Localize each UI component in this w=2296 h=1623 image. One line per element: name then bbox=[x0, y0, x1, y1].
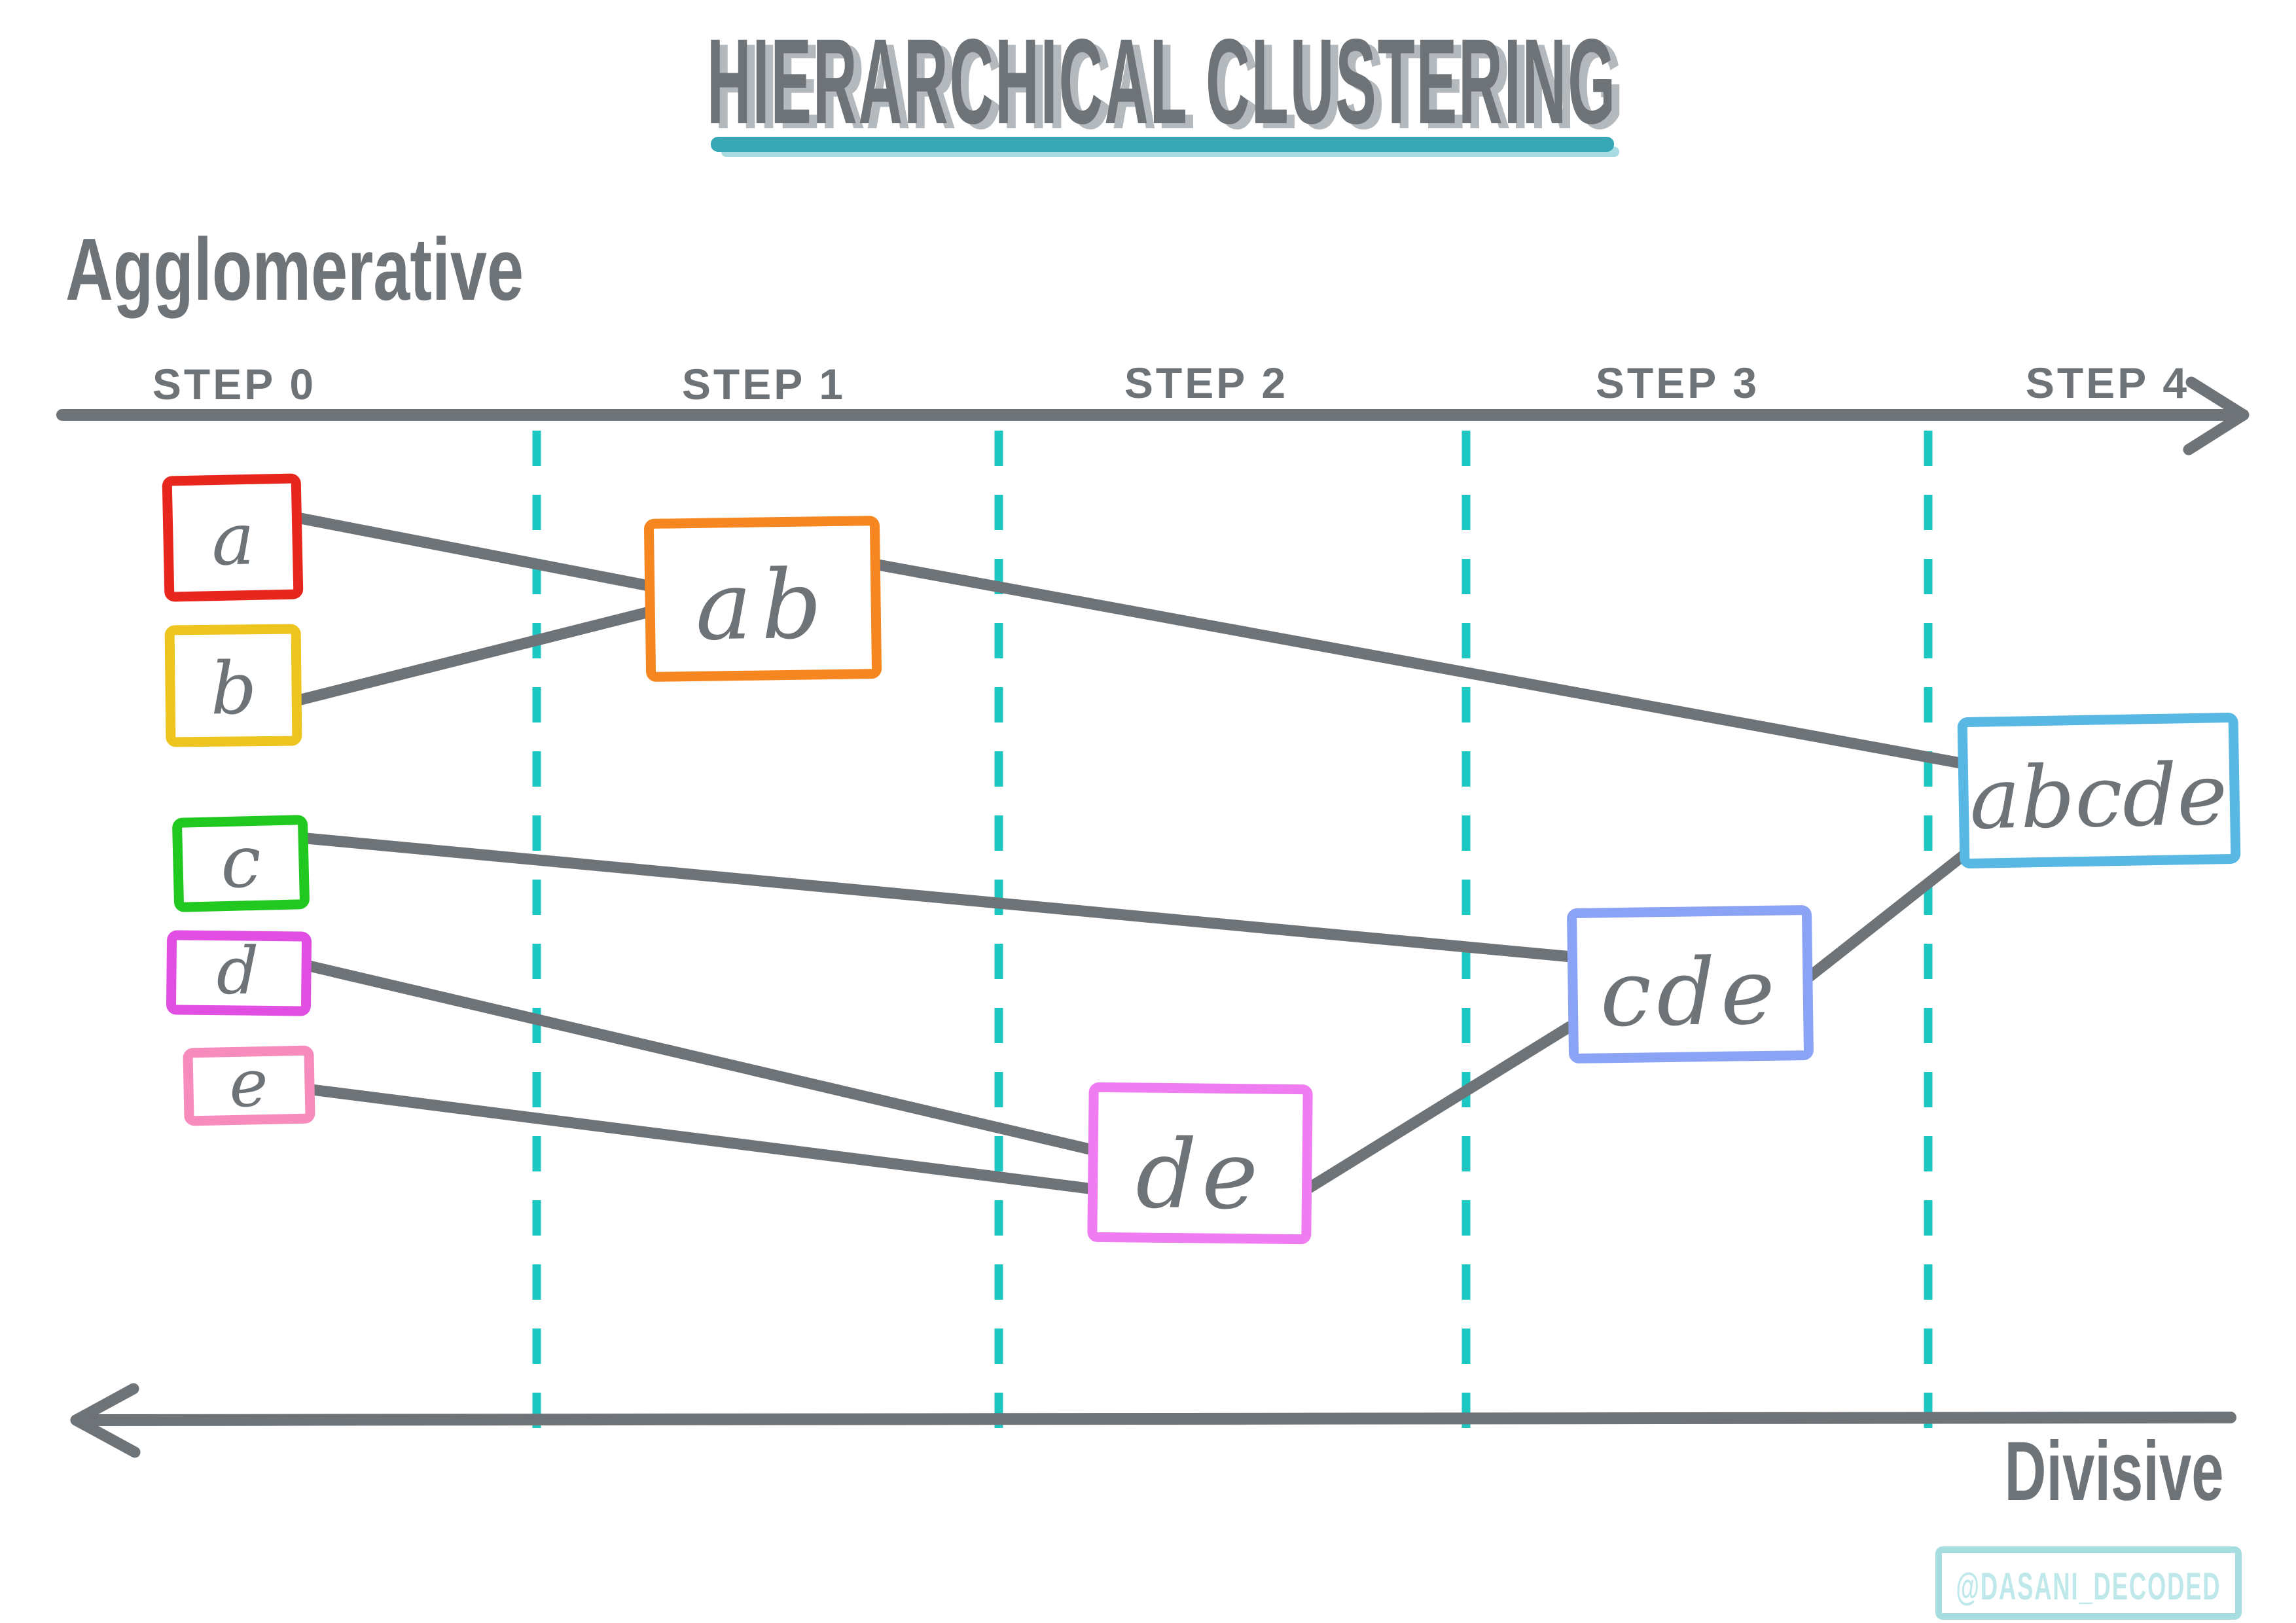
page-title-shadow: HIERARCHICAL CLUSTERING bbox=[715, 20, 1624, 154]
node-d-label: d bbox=[216, 933, 259, 1010]
node-a-box bbox=[162, 473, 304, 602]
step-label-2: STEP 2 bbox=[1124, 359, 1288, 407]
edge-c-cde bbox=[294, 832, 1577, 963]
edge-e-de bbox=[300, 1083, 1100, 1195]
node-e-box bbox=[183, 1045, 315, 1126]
edge-d-de bbox=[298, 959, 1098, 1156]
node-a: a bbox=[162, 473, 304, 602]
node-e: e bbox=[183, 1044, 315, 1126]
node-a-label: a bbox=[211, 497, 255, 581]
divisive-axis bbox=[78, 1412, 2236, 1426]
divisive-label: Divisive bbox=[2005, 1425, 2224, 1518]
right-arrowhead-icon bbox=[2183, 376, 2250, 455]
node-e-label: e bbox=[228, 1044, 269, 1122]
node-b-label: b bbox=[210, 647, 257, 731]
node-c-box bbox=[172, 815, 310, 912]
edge-ab-abcde bbox=[869, 558, 1970, 770]
node-abcde: abcde bbox=[1957, 713, 2241, 868]
step-label-1: STEP 1 bbox=[682, 360, 846, 408]
node-ab-box bbox=[643, 516, 882, 682]
edge-a-ab bbox=[291, 512, 658, 592]
node-abcde-label: abcde bbox=[1969, 745, 2228, 849]
node-cde-label: cde bbox=[1600, 938, 1781, 1048]
node-de-box bbox=[1087, 1082, 1313, 1245]
node-ab: ab bbox=[643, 516, 882, 682]
title-underline bbox=[711, 137, 1614, 152]
watermark-box bbox=[1935, 1546, 2242, 1620]
watermark: @DASANI_DECODED bbox=[1935, 1546, 2242, 1620]
left-arrowhead-icon bbox=[70, 1383, 141, 1458]
node-b: b bbox=[164, 624, 302, 747]
page-title: HIERARCHICAL CLUSTERING bbox=[707, 14, 1617, 149]
step-label-0: STEP 0 bbox=[152, 360, 316, 408]
step-label-4: STEP 4 bbox=[2026, 359, 2189, 407]
node-de-label: de bbox=[1136, 1119, 1264, 1231]
page-title-group: HIERARCHICAL CLUSTERING HIERARCHICAL CLU… bbox=[707, 14, 1624, 154]
edge-de-cde bbox=[1299, 1021, 1575, 1196]
step-label-3: STEP 3 bbox=[1596, 359, 1759, 407]
edge-b-ab bbox=[293, 605, 658, 706]
node-cde: cde bbox=[1567, 905, 1814, 1063]
agglomerative-label: Agglomerative bbox=[65, 220, 524, 319]
node-b-box bbox=[164, 624, 302, 747]
node-d-box bbox=[166, 930, 312, 1016]
edge-cde-abcde bbox=[1797, 849, 1969, 988]
watermark-text: @DASANI_DECODED bbox=[1956, 1565, 2221, 1608]
node-de: de bbox=[1087, 1082, 1313, 1245]
node-d: d bbox=[166, 930, 312, 1016]
node-cde-box bbox=[1567, 905, 1814, 1063]
node-c: c bbox=[172, 815, 310, 912]
node-c-label: c bbox=[220, 819, 262, 904]
node-abcde-box bbox=[1957, 713, 2241, 868]
node-ab-label: ab bbox=[694, 550, 832, 662]
